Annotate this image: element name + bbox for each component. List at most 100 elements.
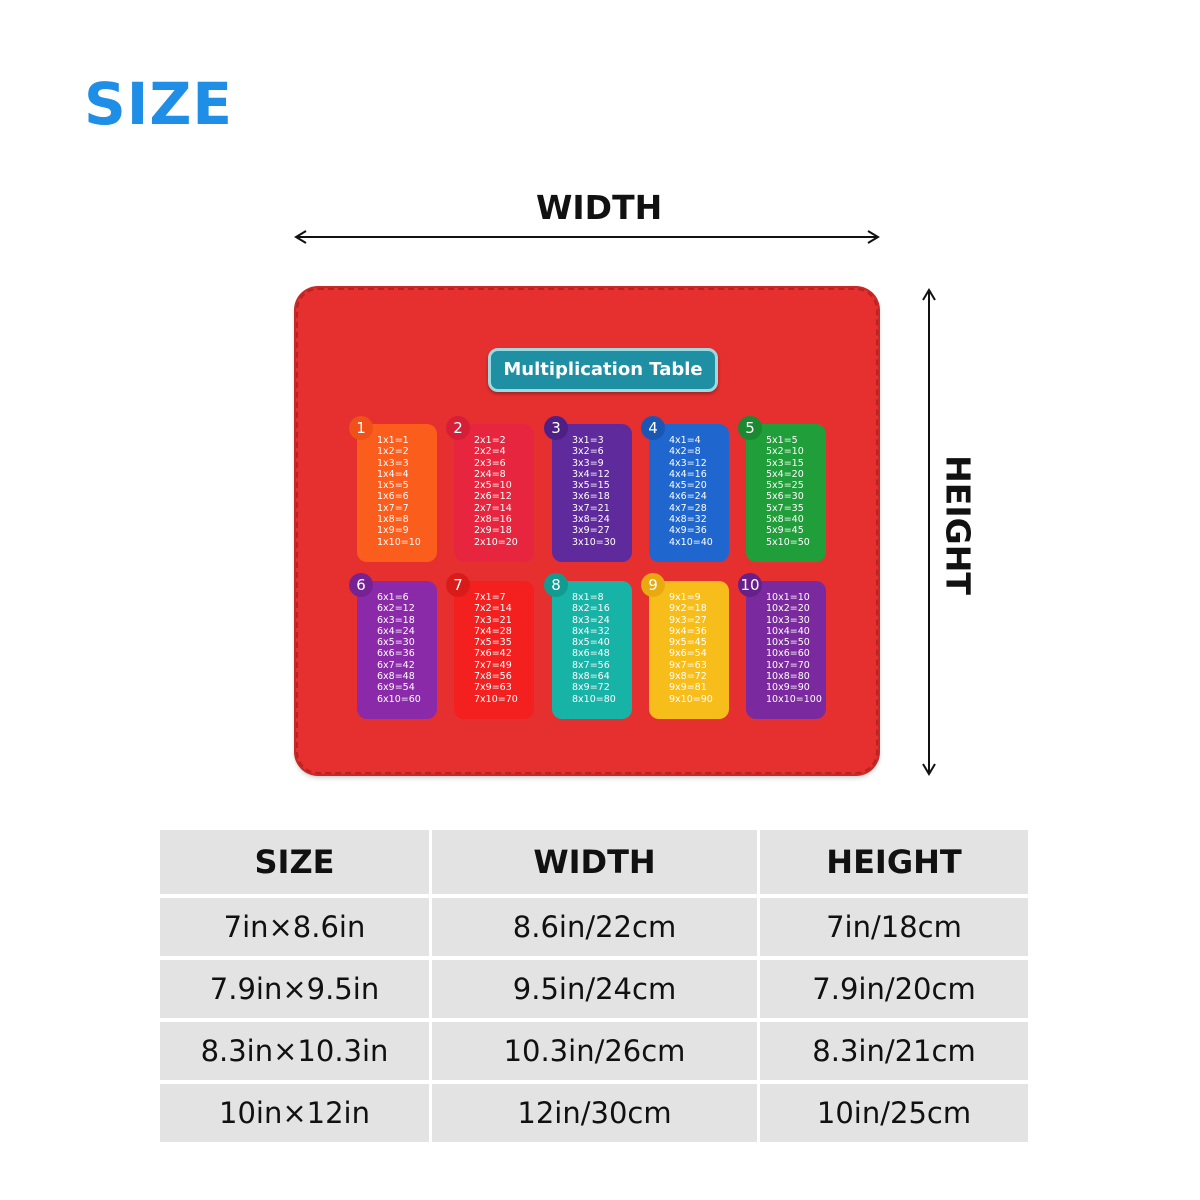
card-equation: 10x1=10 — [766, 592, 810, 603]
card-equation: 5x8=40 — [766, 514, 804, 526]
card-equation: 5x5=25 — [766, 480, 804, 492]
card-equation: 2x4=8 — [474, 468, 506, 480]
card-equation: 8x4=32 — [572, 625, 610, 637]
card-equation: 4x1=4 — [669, 435, 701, 446]
table-cell: 10in/25cm — [760, 1084, 1028, 1142]
card-equation: 3x10=30 — [572, 536, 616, 548]
card-equation: 6x2=12 — [377, 603, 415, 615]
card-equation: 5x6=30 — [766, 491, 804, 503]
card-equation: 3x1=3 — [572, 435, 604, 446]
card-equation: 6x6=36 — [377, 648, 415, 660]
card-equation: 3x3=9 — [572, 457, 604, 469]
card-equation: 7x7=49 — [474, 659, 512, 671]
card-equation: 5x9=45 — [766, 525, 804, 537]
card-equation: 2x10=20 — [474, 536, 518, 548]
card-equation: 9x5=45 — [669, 637, 707, 649]
table-cell: 12in/30cm — [432, 1084, 760, 1142]
card-equation: 10x4=40 — [766, 625, 810, 637]
card-equation: 1x4=4 — [377, 468, 409, 480]
card-equation: 6x9=54 — [377, 682, 415, 694]
card-equation: 4x6=24 — [669, 491, 707, 503]
card-equation: 3x9=27 — [572, 525, 610, 537]
table-cell: 8.6in/22cm — [432, 898, 760, 956]
card-equation: 1x10=10 — [377, 536, 421, 548]
height-label: HEIGHT — [938, 455, 978, 595]
card-equation: 10x8=80 — [766, 671, 810, 683]
card-equation: 4x8=32 — [669, 514, 707, 526]
card-equation: 1x9=9 — [377, 525, 409, 537]
card-number-badge: 9 — [641, 573, 665, 597]
card-equation: 5x1=5 — [766, 435, 798, 446]
card-equation: 7x4=28 — [474, 625, 512, 637]
card-equation: 8x6=48 — [572, 648, 610, 660]
card-equation: 5x4=20 — [766, 468, 804, 480]
card-equation: 4x4=16 — [669, 468, 707, 480]
card-equation: 9x3=27 — [669, 614, 707, 626]
card-equation: 7x8=56 — [474, 671, 512, 683]
card-equation: 6x5=30 — [377, 637, 415, 649]
table-cell: 7.9in×9.5in — [160, 960, 432, 1018]
card-equation: 9x2=18 — [669, 603, 707, 615]
card-equation: 9x7=63 — [669, 659, 707, 671]
card-equation: 5x10=50 — [766, 536, 810, 548]
card-equation: 2x6=12 — [474, 491, 512, 503]
card-equation: 10x7=70 — [766, 659, 810, 671]
card-equation: 10x9=90 — [766, 682, 810, 694]
card-equation: 8x7=56 — [572, 659, 610, 671]
card-equation: 10x6=60 — [766, 648, 810, 660]
card-equation: 3x8=24 — [572, 514, 610, 526]
card-equation: 3x7=21 — [572, 502, 610, 514]
table-cell: 9.5in/24cm — [432, 960, 760, 1018]
card-equation: 1x1=1 — [377, 435, 409, 446]
card-equation: 2x9=18 — [474, 525, 512, 537]
card-number-badge: 5 — [738, 416, 762, 440]
table-cell: 7in×8.6in — [160, 898, 432, 956]
card-number-badge: 2 — [446, 416, 470, 440]
card-equation: 7x10=70 — [474, 693, 518, 705]
card-equation: 5x2=10 — [766, 446, 804, 458]
card-equation: 1x6=6 — [377, 491, 409, 503]
card-equation: 9x4=36 — [669, 625, 707, 637]
card-equation: 8x10=80 — [572, 693, 616, 705]
card-equation: 1x3=3 — [377, 457, 409, 469]
card-equation: 4x9=36 — [669, 525, 707, 537]
card-equation: 7x5=35 — [474, 637, 512, 649]
card-equation: 10x5=50 — [766, 637, 810, 649]
card-equation: 8x1=8 — [572, 592, 604, 603]
card-equation: 7x6=42 — [474, 648, 512, 660]
card-number-badge: 6 — [349, 573, 373, 597]
card-equation: 2x8=16 — [474, 514, 512, 526]
card-equation: 8x2=16 — [572, 603, 610, 615]
card-equation: 10x2=20 — [766, 603, 810, 615]
card-equation: 2x1=2 — [474, 435, 506, 446]
card-number-badge: 1 — [349, 416, 373, 440]
card-equation: 1x2=2 — [377, 446, 409, 458]
mousepad-title: Multiplication Table — [488, 348, 718, 392]
card-equation: 9x9=81 — [669, 682, 707, 694]
card-equation: 6x7=42 — [377, 659, 415, 671]
card-number-badge: 7 — [446, 573, 470, 597]
card-equation: 2x5=10 — [474, 480, 512, 492]
card-equation: 10x3=30 — [766, 614, 810, 626]
card-equation: 2x7=14 — [474, 502, 512, 514]
table-cell: 7in/18cm — [760, 898, 1028, 956]
card-equation: 6x8=48 — [377, 671, 415, 683]
table-header-height: HEIGHT — [760, 830, 1028, 894]
card-equation: 8x5=40 — [572, 637, 610, 649]
width-label: WIDTH — [536, 188, 663, 227]
height-arrow — [922, 288, 936, 776]
card-equation: 6x10=60 — [377, 693, 421, 705]
table-cell: 8.3in×10.3in — [160, 1022, 432, 1080]
card-equation: 7x1=7 — [474, 592, 506, 603]
table-cell: 10in×12in — [160, 1084, 432, 1142]
card-equation: 1x8=8 — [377, 514, 409, 526]
page-title: SIZE — [84, 70, 234, 138]
card-number-badge: 3 — [544, 416, 568, 440]
